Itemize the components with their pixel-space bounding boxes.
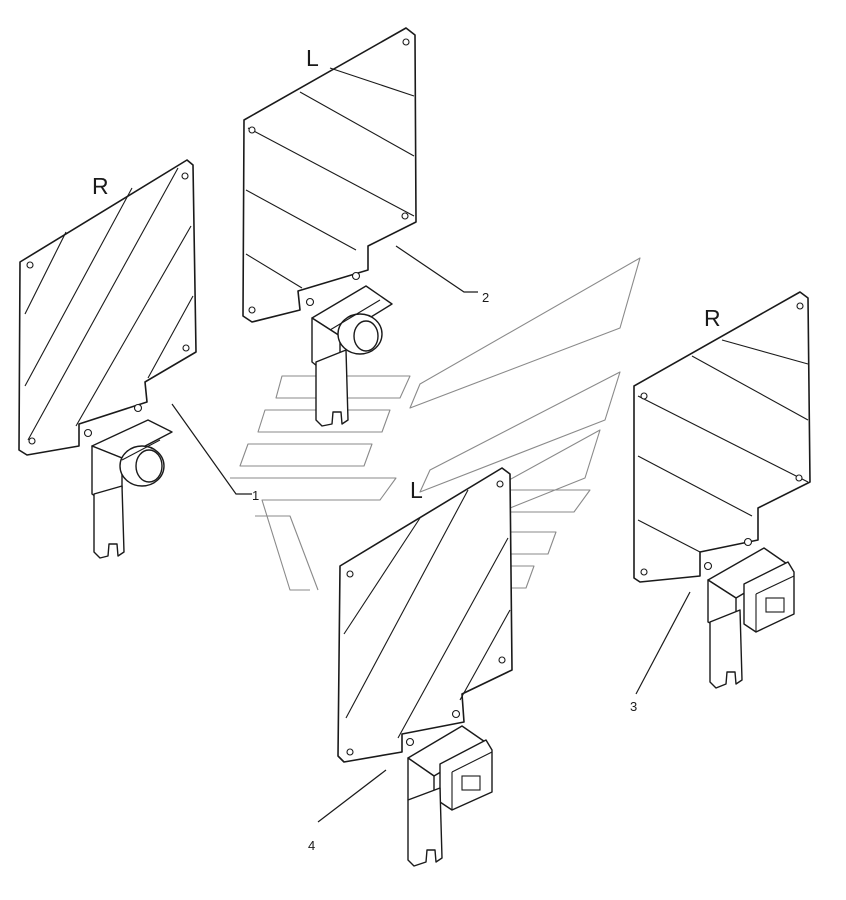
callout-1: 1: [252, 488, 259, 503]
callout-3: 3: [630, 699, 637, 714]
part-4-stripes: [343, 489, 511, 739]
callout-4: 4: [308, 838, 315, 853]
part-1-stripes: [24, 167, 194, 441]
callout-2: 2: [482, 290, 489, 305]
side-label-part-3: R: [704, 305, 721, 331]
part-3-warning-sign: [633, 291, 811, 689]
side-label-part-2: L: [306, 45, 319, 71]
part-2-warning-sign: [242, 27, 417, 427]
side-label-part-4: L: [410, 477, 423, 503]
part-3-stripes: [637, 339, 809, 553]
leader-lines: [171, 245, 691, 823]
part-1-warning-sign: [18, 159, 197, 559]
side-label-part-1: R: [92, 173, 109, 199]
part-2-stripes: [245, 67, 415, 289]
part-4-warning-sign: [337, 467, 513, 867]
